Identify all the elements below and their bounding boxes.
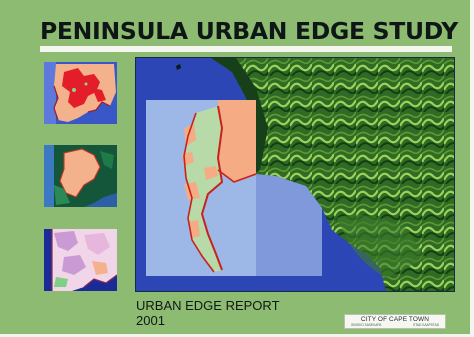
report-title: URBAN EDGE REPORT	[136, 298, 280, 313]
thumbnail-map-2-graphic	[44, 145, 117, 207]
thumbnail-map-2	[44, 145, 117, 207]
peninsula-main-map-graphic	[136, 58, 454, 291]
thumbnail-map-1	[44, 62, 117, 124]
thumbnail-map-3	[44, 229, 117, 291]
peninsula-main-map	[135, 57, 455, 292]
city-logo-sub-left: ISIXEKO SASEKAPA	[351, 323, 382, 327]
report-year: 2001	[136, 313, 165, 328]
city-logo: CITY OF CAPE TOWN ISIXEKO SASEKAPA STAD …	[344, 314, 446, 329]
thumbnail-map-3-graphic	[44, 229, 117, 291]
report-heading: URBAN EDGE REPORT 2001	[136, 298, 280, 328]
page-title: PENINSULA URBAN EDGE STUDY	[40, 17, 458, 45]
title-underline	[40, 46, 452, 52]
thumbnail-map-1-graphic	[44, 62, 117, 124]
city-logo-subtitles: ISIXEKO SASEKAPA STAD KAAPSTAD	[345, 323, 445, 327]
city-logo-name: CITY OF CAPE TOWN	[360, 316, 430, 323]
city-logo-sub-right: STAD KAAPSTAD	[413, 323, 439, 327]
